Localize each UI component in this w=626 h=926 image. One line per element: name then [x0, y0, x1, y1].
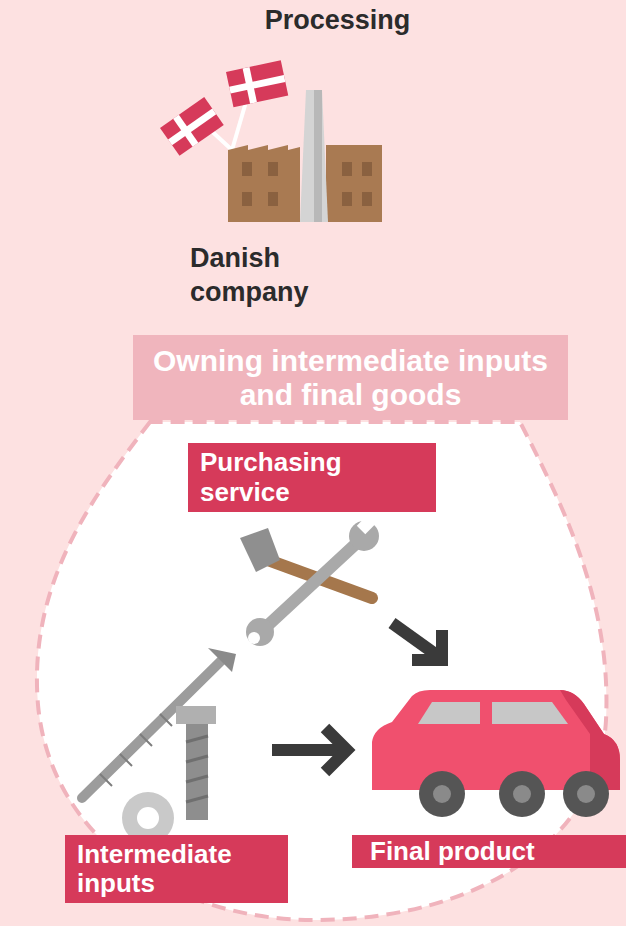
- node-text: Owning intermediate inputs and final goo…: [143, 344, 558, 411]
- diagram-title: Processing: [180, 4, 495, 38]
- factory-icon: [160, 60, 382, 222]
- node-text: Purchasing service: [200, 448, 424, 506]
- node-text: Intermediate inputs: [77, 840, 276, 898]
- label-box: Intermediate inputs: [65, 835, 288, 903]
- flow-arrow: [392, 623, 442, 660]
- flow-arrow: [272, 728, 347, 772]
- ownership-band: Owning intermediate inputs and final goo…: [133, 335, 568, 420]
- car-icon: [372, 690, 620, 817]
- node-text: Final product: [370, 837, 535, 866]
- tools-icon: [240, 516, 379, 646]
- label-box: Final product: [352, 835, 626, 868]
- company-label: Danish company: [190, 242, 340, 310]
- dashed-boundary: [37, 422, 607, 920]
- screws-icon: [82, 648, 236, 844]
- label-box: Purchasing service: [188, 443, 436, 512]
